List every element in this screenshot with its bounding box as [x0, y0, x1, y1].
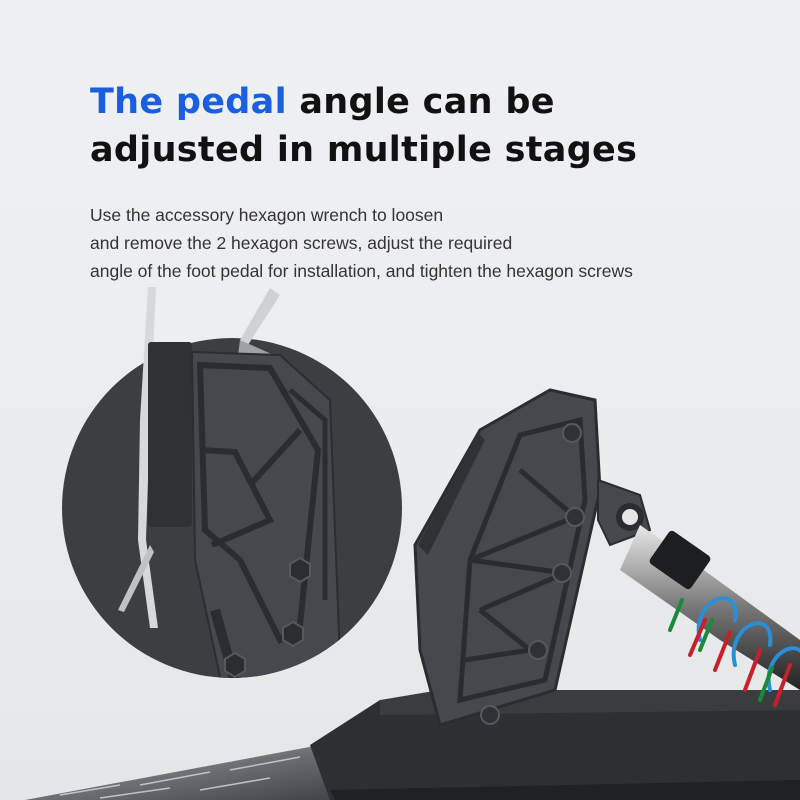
- headline-accent: The pedal: [90, 82, 287, 122]
- headline-line2: adjusted in multiple stages: [90, 130, 638, 170]
- base-plate-icon: [25, 690, 800, 800]
- headline-line1-rest: angle can be: [286, 82, 555, 122]
- pedal-detail-icon: [62, 287, 402, 679]
- description: Use the accessory hexagon wrench to loos…: [90, 201, 770, 285]
- headline: The pedal angle can be adjusted in multi…: [90, 78, 770, 174]
- description-line-3: angle of the foot pedal for installation…: [90, 261, 633, 281]
- hex-screw-icon: [224, 556, 311, 679]
- description-line-2: and remove the 2 hexagon screws, adjust …: [90, 233, 513, 253]
- spring-damper-icon: [620, 525, 800, 707]
- description-line-1: Use the accessory hexagon wrench to loos…: [90, 205, 444, 225]
- right-pedal-icon: [413, 388, 652, 727]
